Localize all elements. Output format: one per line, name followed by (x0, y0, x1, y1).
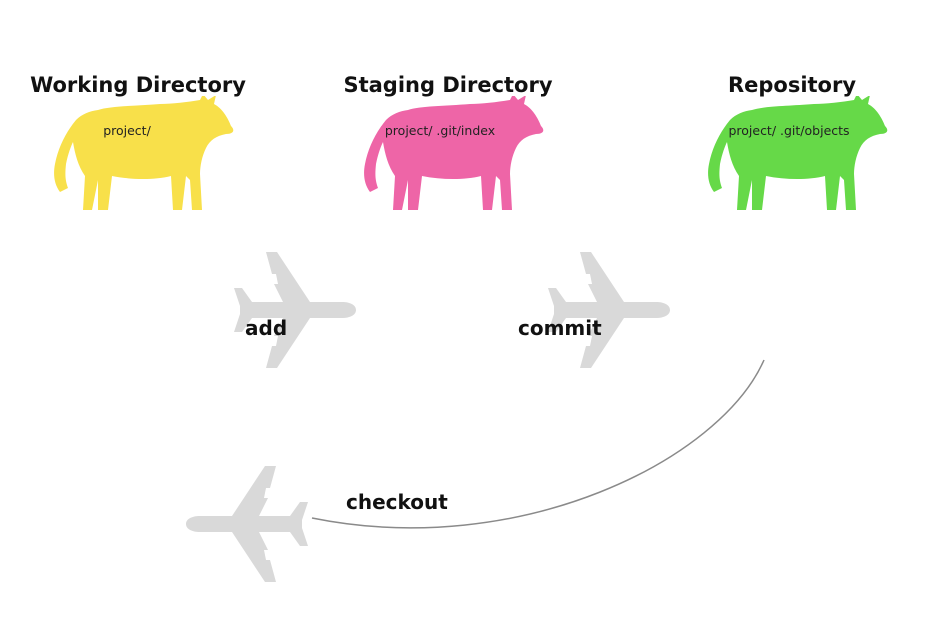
airplane-icon (542, 244, 674, 376)
staging-directory-path: project/ .git/index (384, 123, 496, 138)
working-directory-title: Working Directory (30, 73, 246, 97)
checkout-label: checkout (346, 490, 448, 514)
airplane-icon (228, 244, 360, 376)
commit-label: commit (518, 316, 602, 340)
repository-path: project/ .git/objects (728, 123, 850, 138)
staging-directory-title: Staging Directory (343, 73, 553, 97)
add-label: add (245, 316, 288, 340)
repository-title: Repository (727, 73, 857, 97)
airplane-icon (182, 458, 314, 590)
working-directory-path: project/ (103, 123, 151, 138)
